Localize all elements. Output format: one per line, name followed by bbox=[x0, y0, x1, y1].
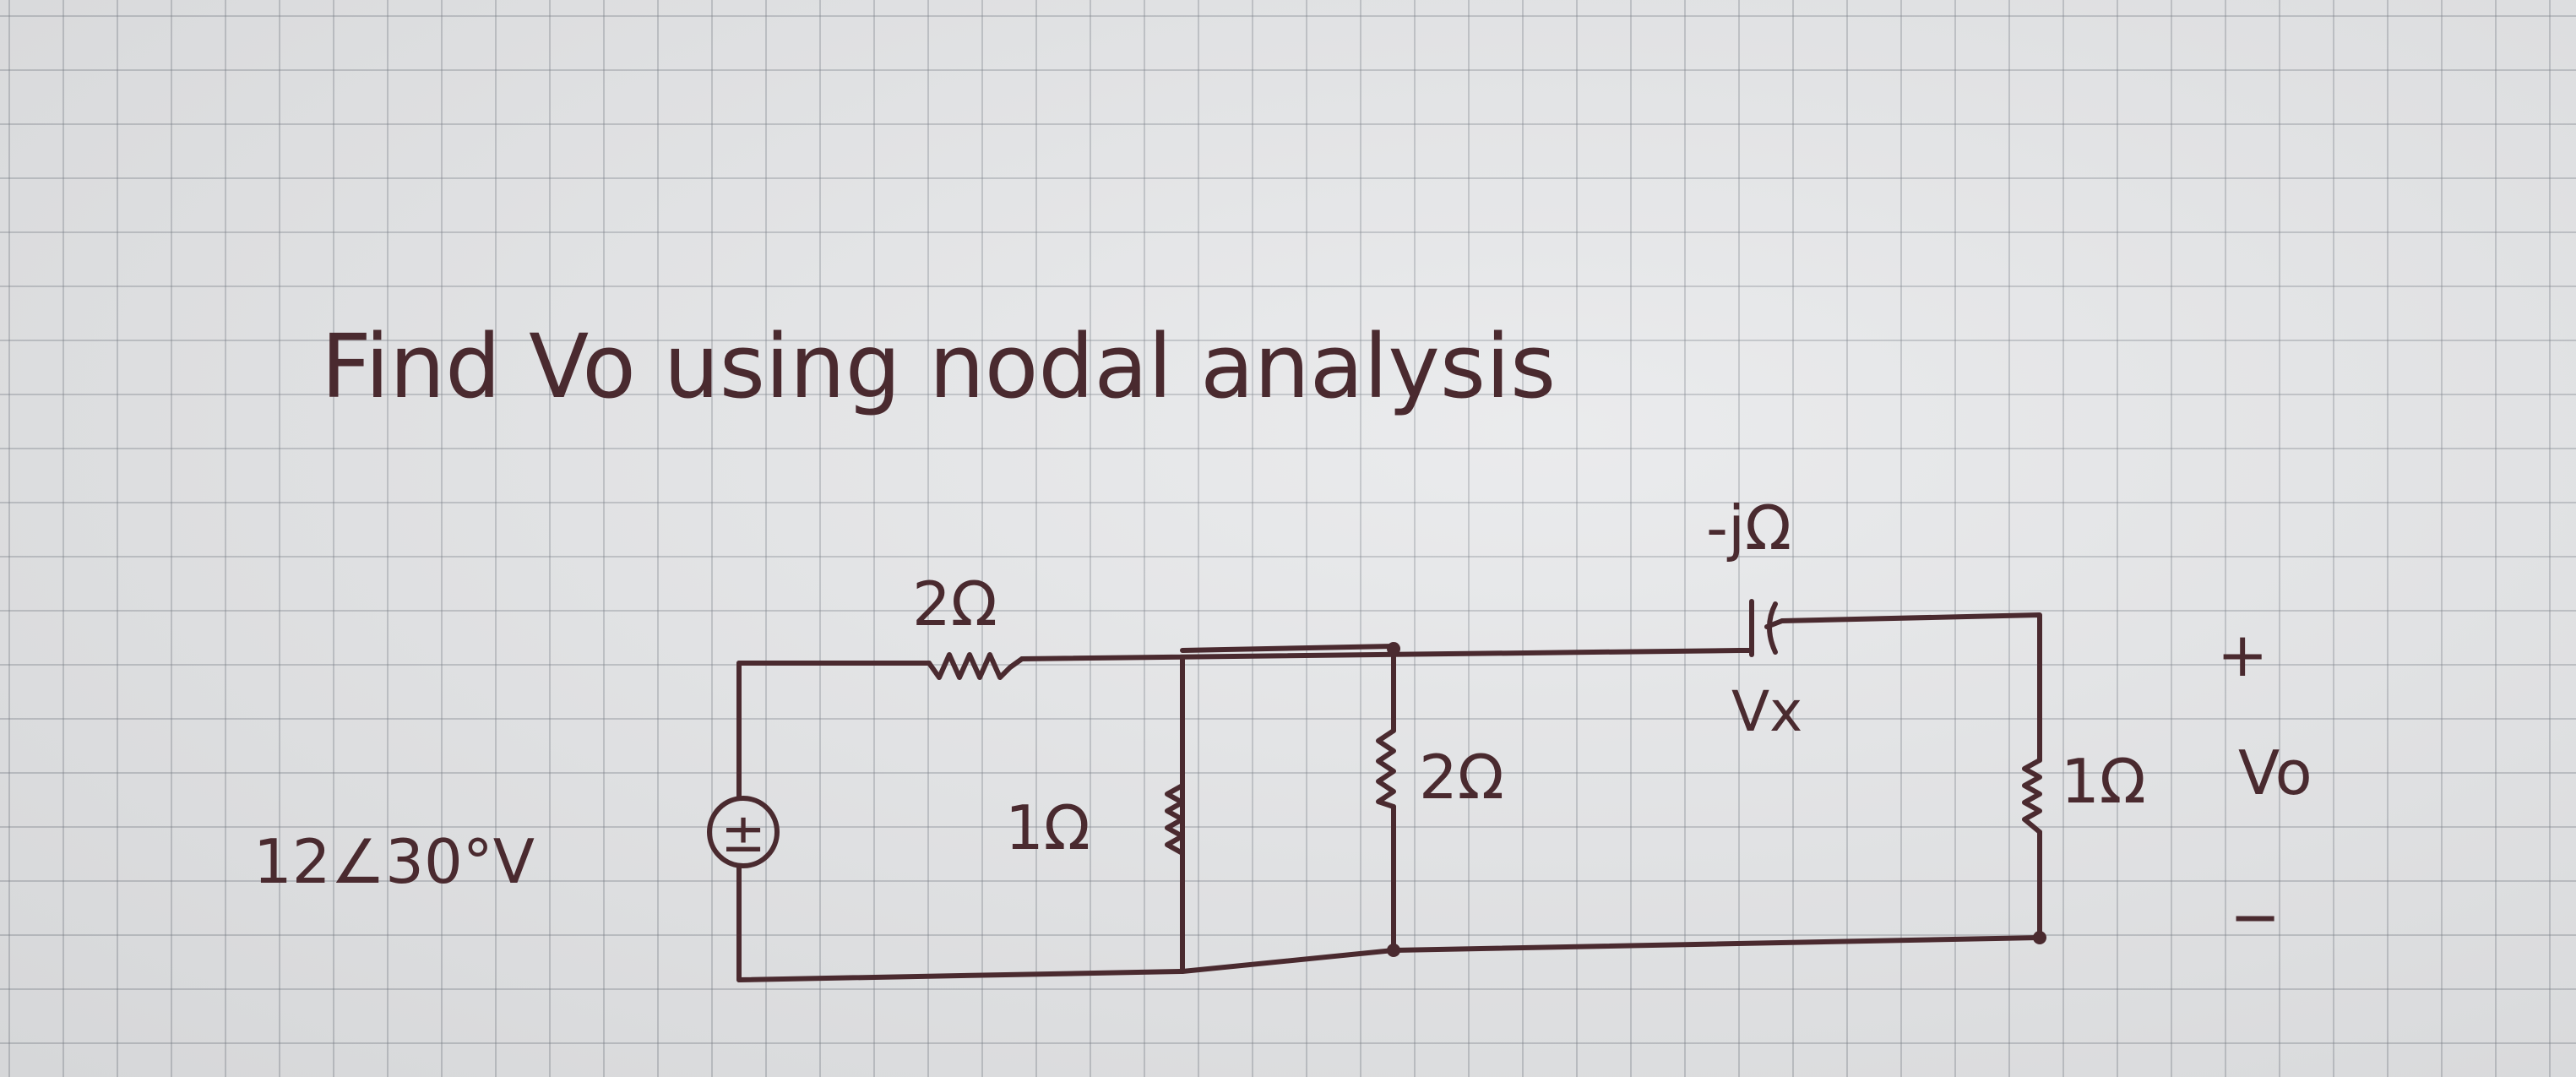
series-resistor-label: 2Ω bbox=[912, 568, 997, 639]
wire-top-main bbox=[1019, 648, 1742, 661]
wire-bottom bbox=[736, 935, 2042, 982]
capacitor-label: -jΩ bbox=[1706, 492, 1791, 563]
vx-label: Vx bbox=[1731, 679, 1802, 744]
load-resistor-1ohm bbox=[2022, 758, 2042, 835]
shunt-resistor-1-label: 1Ω bbox=[1005, 792, 1090, 863]
node-dots bbox=[1387, 642, 2046, 957]
capacitor bbox=[1737, 599, 1785, 657]
problem-title: Find Vo using nodal analysis bbox=[321, 315, 1556, 418]
node-dot-right bbox=[2033, 931, 2046, 944]
load-resistor-label: 1Ω bbox=[2061, 746, 2146, 817]
wire-top-right bbox=[1780, 612, 2042, 763]
voltage-source: ± bbox=[707, 796, 780, 868]
vo-plus-sign: + bbox=[2217, 619, 2268, 690]
node-dot-bottom bbox=[1387, 944, 1400, 957]
voltage-source-circle bbox=[707, 796, 780, 868]
voltage-source-symbol: ± bbox=[720, 802, 766, 865]
voltage-source-label: 12∠30°V bbox=[253, 826, 535, 897]
shunt-resistor-1ohm bbox=[1165, 783, 1185, 856]
series-resistor-2ohm bbox=[927, 652, 1024, 680]
vo-label: Vo bbox=[2238, 737, 2312, 808]
shunt-resistor-2-label: 2Ω bbox=[1419, 742, 1504, 813]
vo-minus-sign: − bbox=[2230, 881, 2280, 952]
node-dot-top bbox=[1387, 642, 1400, 655]
capacitor-lead-right bbox=[1764, 618, 1785, 629]
shunt-resistor-2ohm bbox=[1376, 728, 1396, 809]
